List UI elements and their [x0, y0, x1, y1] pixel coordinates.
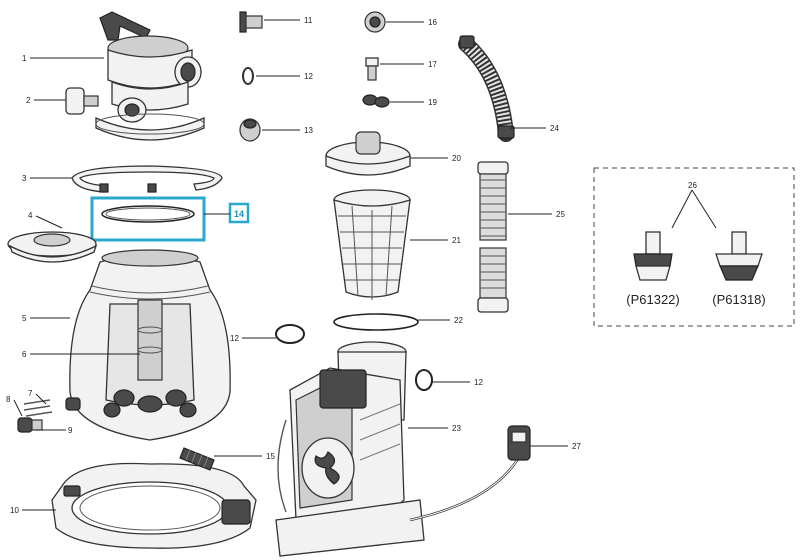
strainer-plug [179, 447, 215, 471]
callout-13: 13 [304, 126, 313, 135]
highlight-box [90, 196, 206, 242]
callout-6: 6 [22, 350, 27, 359]
pressure-gauge [65, 87, 99, 115]
tank-clamp [71, 165, 223, 193]
callout-17: 17 [428, 60, 437, 69]
flex-hose [458, 35, 515, 142]
o-ring-right [415, 369, 433, 391]
hose-clip [362, 94, 390, 108]
callout-12-top: 12 [304, 72, 313, 81]
adaptor [365, 57, 379, 81]
variant-label-right: (P61318) [712, 292, 765, 307]
callout-7: 7 [28, 389, 33, 398]
callout-16: 16 [428, 18, 437, 27]
callout-5: 5 [22, 314, 27, 323]
callout-23: 23 [452, 424, 461, 433]
pump-motor [275, 341, 425, 557]
corrugated-hose [477, 161, 509, 313]
filter-tank [69, 249, 231, 441]
callout-numbers: 1 2 3 4 5 6 7 8 9 10 11 12 13 15 16 17 1… [6, 16, 697, 515]
callout-26: 26 [688, 181, 697, 190]
callout-20: 20 [452, 154, 461, 163]
air-release-valve [239, 11, 263, 33]
leader-lines [13, 19, 717, 511]
drain-parts [17, 397, 81, 433]
laterals [103, 389, 197, 418]
callout-4: 4 [28, 211, 33, 220]
small-o-ring-top [242, 67, 254, 85]
drain-cap [239, 118, 261, 142]
callout-12-left: 12 [230, 334, 239, 343]
callout-9: 9 [68, 426, 73, 435]
callout-22: 22 [454, 316, 463, 325]
highlight-label-box [228, 202, 250, 224]
large-o-ring [333, 313, 419, 331]
diffuser [7, 231, 98, 263]
o-ring-left [275, 324, 305, 344]
callout-15: 15 [266, 452, 275, 461]
highlight-label: 14 [234, 209, 244, 219]
filter-base [51, 462, 257, 549]
hose-nut [364, 11, 386, 33]
callout-19: 19 [428, 98, 437, 107]
callout-27: 27 [572, 442, 581, 451]
variant-label-left: (P61322) [626, 292, 679, 307]
strainer-lid [325, 131, 411, 176]
o-ring [101, 205, 195, 223]
power-cord [409, 425, 531, 522]
strainer-basket [333, 189, 411, 300]
callout-10: 10 [10, 506, 19, 515]
callout-25: 25 [556, 210, 565, 219]
adaptor-variants-box [593, 167, 795, 327]
callout-8: 8 [6, 395, 11, 404]
callout-2: 2 [26, 96, 31, 105]
callout-11: 11 [304, 16, 313, 25]
callout-3: 3 [22, 174, 27, 183]
multiport-valve [95, 11, 205, 141]
callout-21: 21 [452, 236, 461, 245]
callout-12-right: 12 [474, 378, 483, 387]
callout-1: 1 [22, 54, 27, 63]
callout-24: 24 [550, 124, 559, 133]
